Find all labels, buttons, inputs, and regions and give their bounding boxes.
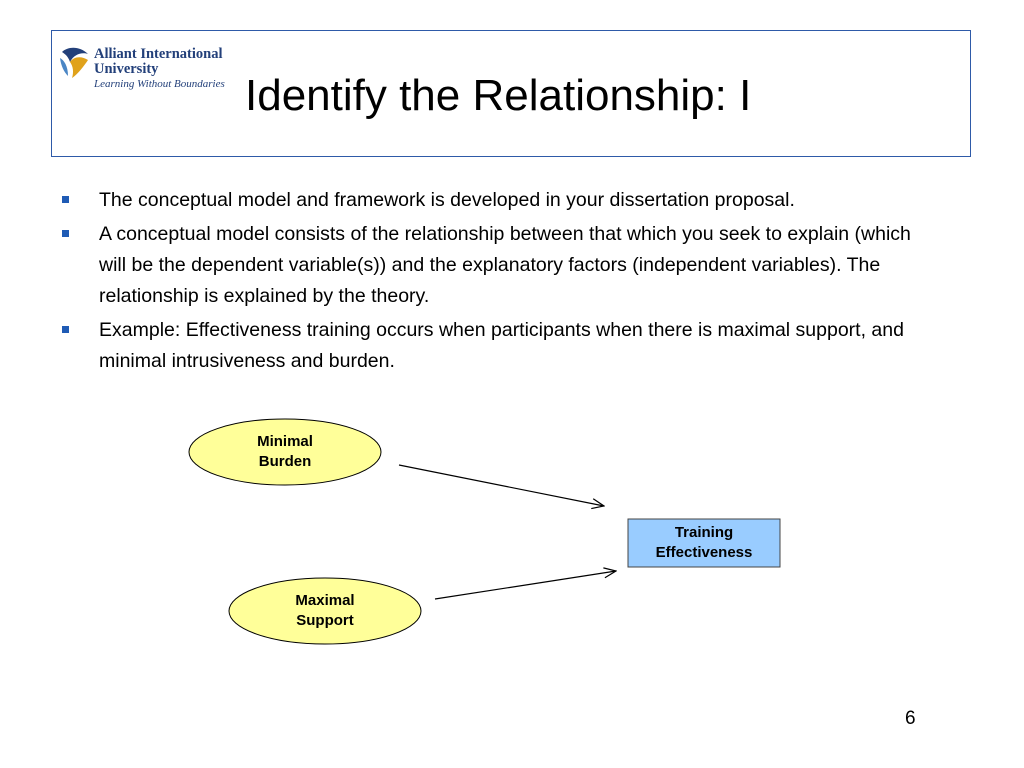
training-effectiveness-line2: Effectiveness	[655, 544, 753, 561]
training-effectiveness-label: Training Effectiveness	[628, 523, 780, 563]
maximal-support-label: Maximal Support	[265, 591, 385, 631]
maximal-support-ellipse	[228, 577, 422, 645]
bullet-item: The conceptual model and framework is de…	[62, 185, 942, 216]
logo-name: Alliant International University	[94, 47, 244, 77]
square-bullet-icon	[62, 196, 69, 203]
minimal-burden-line2: Burden	[258, 453, 312, 470]
minimal-burden-label: Minimal Burden	[225, 432, 345, 472]
logo-name-line1: Alliant International	[94, 46, 223, 62]
logo-tagline: Learning Without Boundaries	[94, 78, 225, 90]
page-number: 6	[905, 708, 916, 729]
bullet-text: Example: Effectiveness training occurs w…	[99, 319, 904, 372]
bullet-item: Example: Effectiveness training occurs w…	[62, 315, 942, 377]
maximal-support-line2: Support	[296, 612, 354, 629]
arrow-support-to-effectiveness	[434, 571, 616, 600]
bullet-text: A conceptual model consists of the relat…	[99, 223, 911, 307]
header-frame	[51, 30, 971, 157]
maximal-support-line1: Maximal	[295, 592, 355, 609]
logo-emblem-icon	[60, 47, 88, 78]
training-effectiveness-box	[627, 518, 781, 568]
square-bullet-icon	[62, 326, 69, 333]
training-effectiveness-line1: Training	[674, 524, 734, 541]
slide-title: Identify the Relationship: I	[245, 71, 752, 120]
bullet-list: The conceptual model and framework is de…	[62, 185, 942, 380]
logo-name-line2: University	[94, 61, 159, 77]
minimal-burden-ellipse	[188, 418, 382, 486]
university-logo: Alliant International University Learnin…	[58, 44, 243, 96]
square-bullet-icon	[62, 230, 69, 237]
bullet-item: A conceptual model consists of the relat…	[62, 219, 942, 312]
minimal-burden-line1: Minimal	[257, 433, 313, 450]
arrow-burden-to-effectiveness	[398, 464, 604, 506]
bullet-text: The conceptual model and framework is de…	[99, 189, 795, 211]
